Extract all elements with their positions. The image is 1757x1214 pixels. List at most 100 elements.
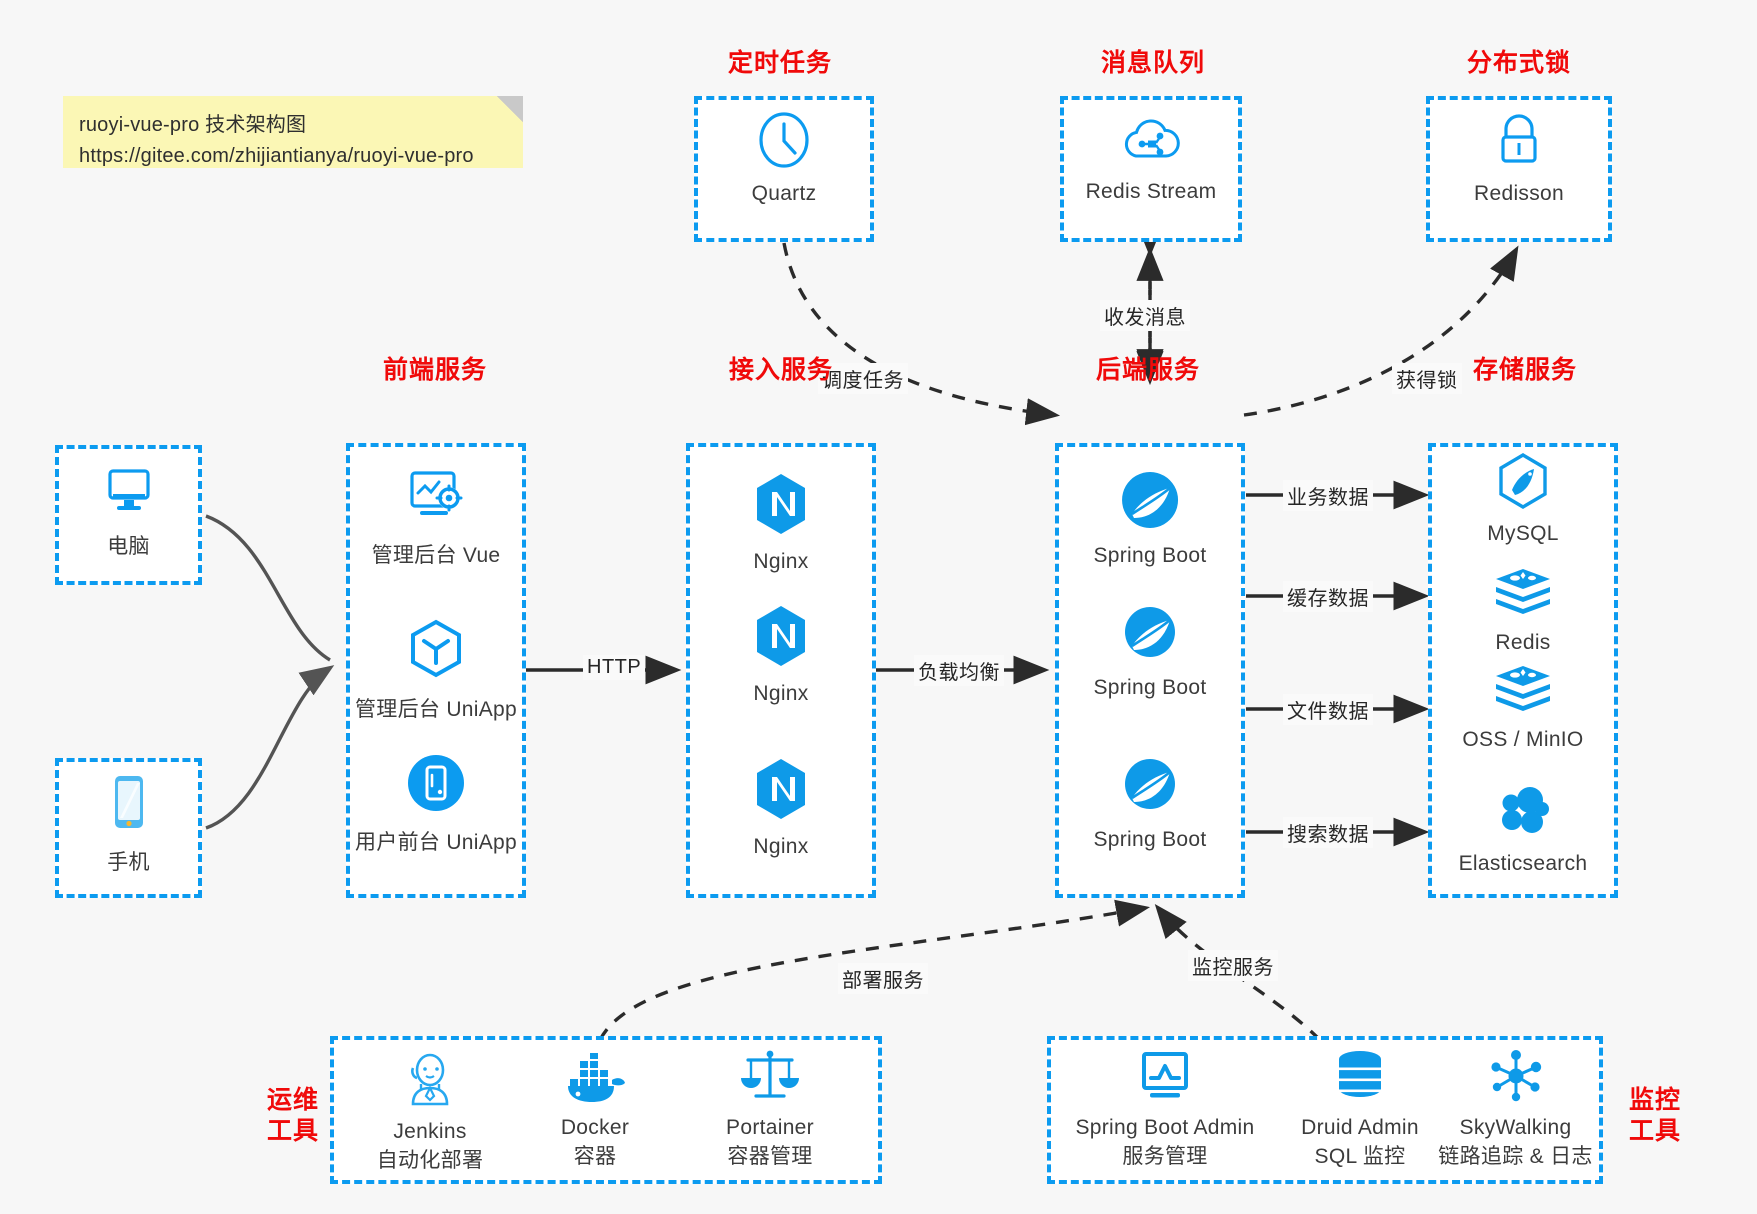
node-label: Docker [560, 1116, 630, 1139]
node-label: Elasticsearch [1458, 852, 1588, 875]
edge-label-acquire-lock: 获得锁 [1392, 363, 1462, 394]
group-title-frontend: 前端服务 [382, 356, 487, 384]
skywalking-icon [1487, 1048, 1545, 1109]
sticky-note: ruoyi-vue-pro 技术架构图 https://gitee.com/zh… [63, 96, 523, 168]
node-label: Druid Admin [1301, 1116, 1419, 1139]
node-sublabel: 容器 [573, 1145, 617, 1168]
spring-boot-icon [1118, 752, 1182, 821]
node-docker[interactable]: Docker 容器 [510, 1052, 680, 1170]
panel-client-desktop [55, 445, 202, 585]
edge-label-file-data: 文件数据 [1283, 694, 1373, 725]
node-label: 手机 [107, 851, 150, 874]
edge-label-http: HTTP [583, 655, 646, 680]
node-skywalking[interactable]: SkyWalking 链路追踪 & 日志 [1418, 1048, 1613, 1170]
portainer-scales-icon [738, 1048, 802, 1109]
node-label: Jenkins [393, 1120, 467, 1143]
node-redis[interactable]: Redis [1428, 565, 1618, 655]
edge-label-monitor-service: 监控服务 [1188, 950, 1278, 981]
node-desktop[interactable]: 电脑 [55, 462, 202, 560]
panel-distributed-lock [1426, 96, 1612, 242]
node-nginx-3[interactable]: Nginx [686, 755, 876, 859]
node-redisson[interactable]: Redisson [1426, 110, 1612, 206]
node-label: Quartz [751, 182, 817, 205]
clock-icon [754, 110, 814, 175]
mysql-icon [1494, 452, 1552, 515]
group-title-devops-line2: 工具 [266, 1117, 319, 1146]
mobile-phone-icon [107, 772, 151, 839]
node-label: Portainer [726, 1116, 814, 1139]
group-title-monitoring-line2: 工具 [1628, 1117, 1681, 1146]
database-stack-icon [1331, 1048, 1389, 1109]
redis-icon [1492, 565, 1554, 624]
panel-frontend [346, 443, 526, 898]
uniapp-hexagon-icon [405, 617, 467, 686]
node-label: Nginx [753, 682, 809, 705]
node-sublabel: 链路追踪 & 日志 [1438, 1145, 1593, 1168]
node-label: Redis Stream [1085, 180, 1217, 203]
node-label: Nginx [753, 835, 809, 858]
docker-icon [562, 1052, 628, 1109]
node-sublabel: 服务管理 [1122, 1145, 1208, 1168]
edge-label-deploy-service: 部署服务 [838, 963, 928, 994]
group-title-devops: 运维 工具 [258, 1085, 328, 1148]
nginx-icon [750, 470, 812, 543]
node-nginx-2[interactable]: Nginx [686, 602, 876, 706]
node-label: Spring Boot [1093, 544, 1207, 567]
group-title-storage: 存储服务 [1472, 356, 1577, 384]
nginx-icon [750, 755, 812, 828]
node-label: 用户前台 UniApp [354, 831, 517, 854]
node-label: Spring Boot [1093, 676, 1207, 699]
note-fold-corner [497, 96, 523, 122]
node-label: OSS / MinIO [1462, 728, 1584, 751]
group-title-gateway: 接入服务 [728, 356, 833, 384]
node-label: 电脑 [107, 535, 150, 558]
node-spring-boot-3[interactable]: Spring Boot [1055, 752, 1245, 852]
node-spring-boot-2[interactable]: Spring Boot [1055, 600, 1245, 700]
node-user-uniapp[interactable]: 用户前台 UniApp [346, 752, 526, 856]
group-title-scheduled-task: 定时任务 [727, 49, 832, 77]
edge-clients-to-frontend [205, 514, 335, 830]
node-spring-boot-1[interactable]: Spring Boot [1055, 468, 1245, 568]
cloud-stream-icon [1120, 112, 1182, 173]
node-label: 管理后台 UniApp [354, 698, 517, 721]
node-admin-vue[interactable]: 管理后台 Vue [346, 465, 526, 569]
nginx-icon [750, 602, 812, 675]
panel-monitoring [1047, 1036, 1603, 1184]
node-sublabel: 自动化部署 [376, 1149, 484, 1172]
mobile-app-circle-icon [405, 752, 467, 819]
node-portainer[interactable]: Portainer 容器管理 [675, 1048, 865, 1170]
node-label: Redisson [1474, 182, 1564, 205]
edge-label-load-balance: 负载均衡 [914, 655, 1004, 686]
node-label: Redis [1495, 631, 1551, 654]
panel-scheduled-task [694, 96, 874, 242]
edge-label-send-receive-message: 收发消息 [1100, 300, 1190, 331]
node-quartz[interactable]: Quartz [694, 110, 874, 206]
node-label: Spring Boot [1093, 828, 1207, 851]
node-label: Nginx [753, 550, 809, 573]
node-elasticsearch[interactable]: Elasticsearch [1428, 782, 1618, 876]
node-label: MySQL [1487, 522, 1559, 545]
group-title-devops-line1: 运维 [266, 1086, 319, 1114]
spring-boot-icon [1118, 468, 1182, 537]
edge-label-business-data: 业务数据 [1283, 480, 1373, 511]
dashboard-gear-icon [403, 465, 469, 532]
note-title: ruoyi-vue-pro 技术架构图 [79, 114, 307, 136]
group-title-distributed-lock: 分布式锁 [1466, 49, 1571, 77]
monitor-chart-icon [1134, 1050, 1196, 1109]
node-mysql[interactable]: MySQL [1428, 452, 1618, 546]
node-oss-minio[interactable]: OSS / MinIO [1428, 662, 1618, 752]
node-jenkins[interactable]: Jenkins 自动化部署 [345, 1048, 515, 1174]
group-title-message-queue: 消息队列 [1100, 49, 1205, 77]
node-admin-uniapp[interactable]: 管理后台 UniApp [346, 617, 526, 723]
node-spring-boot-admin[interactable]: Spring Boot Admin 服务管理 [1060, 1050, 1270, 1170]
spring-boot-icon [1118, 600, 1182, 669]
node-sublabel: SQL 监控 [1314, 1145, 1406, 1168]
node-druid-admin[interactable]: Druid Admin SQL 监控 [1270, 1048, 1450, 1170]
node-redis-stream[interactable]: Redis Stream [1060, 112, 1242, 204]
edge-label-schedule-task: 调度任务 [818, 363, 908, 394]
oss-minio-icon [1492, 662, 1554, 721]
node-nginx-1[interactable]: Nginx [686, 470, 876, 574]
node-mobile[interactable]: 手机 [55, 772, 202, 876]
node-label: SkyWalking [1459, 1116, 1572, 1139]
node-label: 管理后台 Vue [371, 544, 501, 567]
